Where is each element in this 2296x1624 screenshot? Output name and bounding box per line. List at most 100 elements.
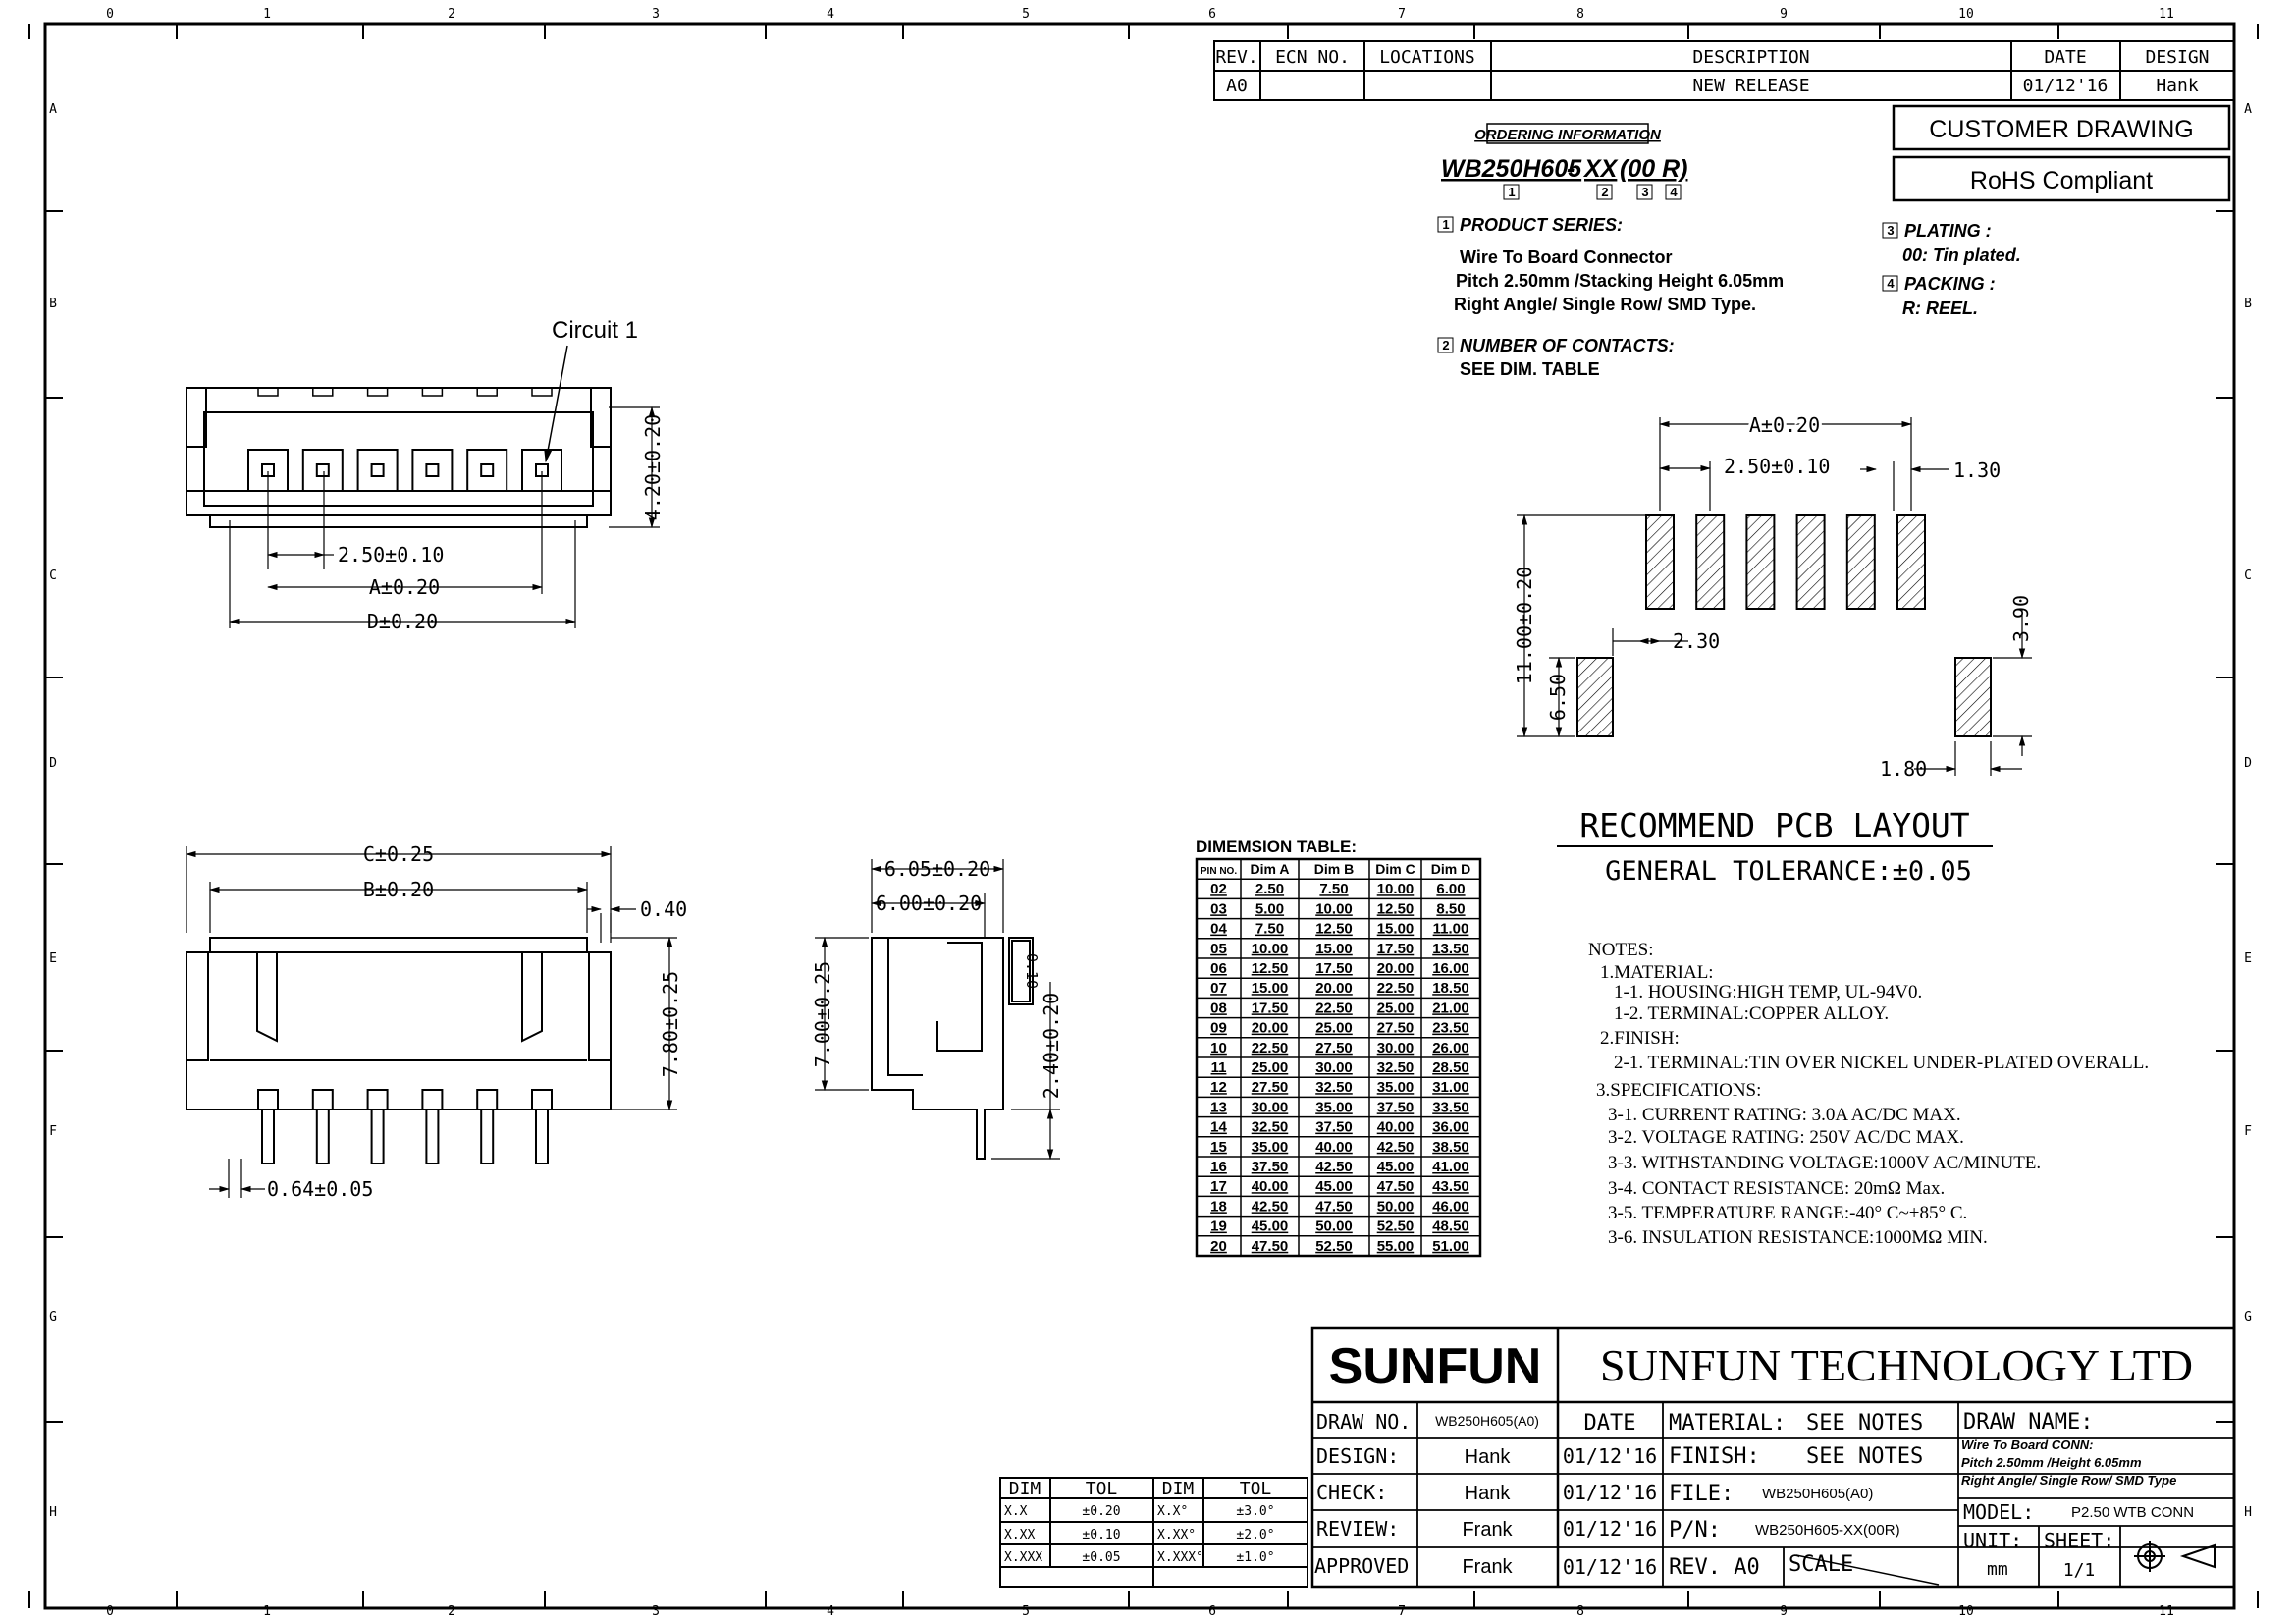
- border-row-label: B: [2244, 297, 2252, 311]
- pcb-title: RECOMMEND PCB LAYOUT: [1579, 806, 1969, 844]
- profile-view-connector: [871, 937, 1034, 1160]
- rev-value-design: Hank: [2156, 76, 2199, 96]
- series-marker: 1: [1442, 217, 1449, 232]
- customer-drawing-label: CUSTOMER DRAWING: [1929, 116, 2193, 143]
- dim-table-cell: 45.00: [1315, 1178, 1353, 1195]
- dim-table-cell: 15.00: [1252, 980, 1289, 997]
- sheet-label: SHEET:: [2044, 1529, 2114, 1552]
- side-b-dim: B±0.20: [363, 878, 434, 901]
- pin-tail: [370, 1109, 385, 1164]
- contact-slot: [411, 449, 454, 492]
- revision-table: [1213, 40, 2235, 101]
- dim-table-cell: 45.00: [1252, 1218, 1289, 1235]
- material-value: SEE NOTES: [1806, 1411, 1923, 1435]
- border-col-label: 3: [652, 1604, 660, 1619]
- approved-date: 01/12'16: [1563, 1555, 1657, 1579]
- material-label: MATERIAL:: [1669, 1411, 1786, 1435]
- border-row-label: G: [2244, 1310, 2252, 1325]
- rohs-label: RoHS Compliant: [1970, 167, 2153, 194]
- dim-table-cell: 35.00: [1315, 1099, 1353, 1115]
- tol-cell: ±0.20: [1082, 1504, 1120, 1519]
- dim-table-cell: 32.50: [1252, 1119, 1289, 1136]
- note-line-10: 3-4. CONTACT RESISTANCE: 20mΩ Max.: [1608, 1178, 1945, 1199]
- company-name: SUNFUN TECHNOLOGY LTD: [1600, 1340, 2193, 1390]
- border-row-label: D: [2244, 756, 2252, 771]
- border-col-label: 5: [1022, 1604, 1030, 1619]
- dim-table-cell: 47.50: [1377, 1178, 1415, 1195]
- pcb-tab-width-dim: 1.80: [1880, 757, 1927, 781]
- note-line-2: 1-1. HOUSING:HIGH TEMP, UL-94V0.: [1614, 982, 1922, 1002]
- dim-table-cell: 21.00: [1432, 1000, 1469, 1016]
- border-ticks: [28, 24, 2259, 1608]
- series-line-1: Wire To Board Connector: [1460, 247, 1673, 267]
- border-col-label: 0: [106, 7, 114, 22]
- front-a-dim: A±0.20: [369, 575, 440, 599]
- dim-table-cell: 22.50: [1252, 1040, 1289, 1056]
- tol-header-dim-2: DIM: [1162, 1479, 1195, 1499]
- design-value: Hank: [1465, 1446, 1512, 1468]
- tol-cell: X.X°: [1157, 1504, 1188, 1519]
- tol-header-tol-1: TOL: [1086, 1479, 1118, 1499]
- pin-tail: [425, 1109, 440, 1164]
- pcb-total-height-dim: 11.00±0.20: [1513, 567, 1536, 684]
- series-line-2: Pitch 2.50mm /Stacking Height 6.05mm: [1456, 271, 1784, 291]
- dim-table-cell: 51.00: [1432, 1238, 1469, 1255]
- dim-table-cell: 06: [1210, 960, 1227, 977]
- review-value: Frank: [1462, 1519, 1513, 1541]
- border-col-label: 8: [1576, 7, 1584, 22]
- pn-value: WB250H605-XX(00R): [1755, 1522, 1900, 1539]
- border-col-label: 10: [1958, 1604, 1974, 1619]
- customer-drawing-badge: CUSTOMER DRAWING: [1892, 104, 2231, 151]
- pcb-tab-height-dim: 3.90: [2009, 595, 2033, 642]
- dim-table-cell: 13: [1210, 1099, 1227, 1115]
- pin-shoulder: [531, 1089, 553, 1110]
- dim-table-cell: 50.00: [1315, 1218, 1353, 1235]
- draw-no-label: DRAW NO.: [1316, 1410, 1411, 1434]
- dim-table-cell: 47.50: [1252, 1238, 1289, 1255]
- dim-table-header: Dim B: [1314, 861, 1354, 877]
- part-number-xx: XX: [1582, 155, 1619, 183]
- note-line-7: 3-1. CURRENT RATING: 3.0A AC/DC MAX.: [1608, 1105, 1961, 1125]
- dim-table-cell: 38.50: [1432, 1139, 1469, 1156]
- side-height-dim: 7.80±0.25: [659, 971, 682, 1077]
- dim-table-cell: 18.50: [1432, 980, 1469, 997]
- border-col-label: 4: [827, 1604, 834, 1619]
- tol-cell: X.XX°: [1157, 1528, 1196, 1543]
- pin-tail: [315, 1109, 330, 1164]
- dim-table-cell: 40.00: [1377, 1119, 1415, 1136]
- pcb-layout: [1576, 514, 1992, 737]
- draw-name-line-3: Right Angle/ Single Row/ SMD Type: [1961, 1473, 2176, 1488]
- tol-cell: ±3.0°: [1236, 1504, 1274, 1519]
- contacts-marker: 2: [1442, 338, 1449, 352]
- contacts-title: NUMBER OF CONTACTS:: [1460, 336, 1675, 355]
- dim-table-header: Dim D: [1431, 861, 1470, 877]
- dim-table-cell: 12.50: [1315, 921, 1353, 938]
- rev-header-locations: LOCATIONS: [1379, 47, 1475, 68]
- tol-cell: ±0.05: [1082, 1550, 1120, 1565]
- pcb-pad-width-dim: 1.30: [1953, 459, 2001, 482]
- dim-table-cell: 2.50: [1255, 881, 1284, 897]
- rohs-badge: RoHS Compliant: [1892, 155, 2231, 202]
- series-line-3: Right Angle/ Single Row/ SMD Type.: [1454, 295, 1756, 314]
- top-notch: [476, 387, 498, 397]
- packing-line: R: REEL.: [1902, 298, 1978, 318]
- ordering-title: ORDERING INFORMATION: [1474, 127, 1662, 143]
- note-line-4: 2.FINISH:: [1600, 1028, 1680, 1049]
- circuit-1-label: Circuit 1: [552, 317, 638, 344]
- dim-table-cell: 42.50: [1315, 1159, 1353, 1175]
- part-number-dash: -: [1567, 155, 1575, 183]
- pcb-gap-dim: 2.30: [1673, 629, 1720, 653]
- marker-4: 4: [1670, 185, 1678, 199]
- dim-table-cell: 15.00: [1377, 921, 1415, 938]
- top-notch: [257, 387, 279, 397]
- dim-table-cell: 10: [1210, 1040, 1227, 1056]
- side-view-dims: [185, 846, 677, 1198]
- tol-cell: ±2.0°: [1236, 1528, 1274, 1543]
- tol-cell: X.XXX°: [1157, 1550, 1203, 1565]
- dim-table-cell: 10.00: [1377, 881, 1415, 897]
- sheet-border: [43, 22, 2236, 1610]
- dim-table-cell: 45.00: [1377, 1159, 1415, 1175]
- dim-table-cell: 8.50: [1436, 900, 1465, 917]
